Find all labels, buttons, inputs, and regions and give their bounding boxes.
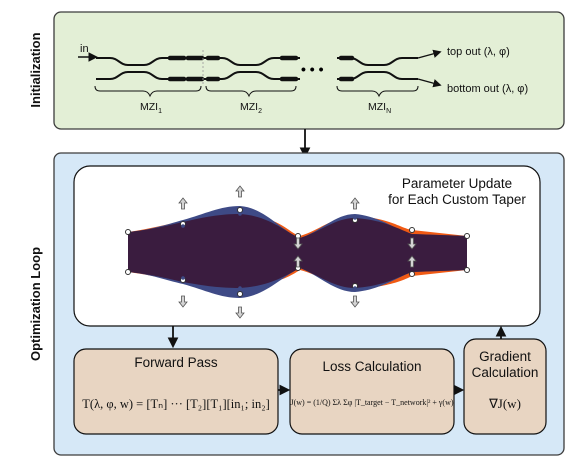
gradient-calculation-title-line2: Calculation	[472, 365, 539, 380]
loss-calculation-formula: J(w) = (1/Q) Σλ Σφ |T_target − T_network…	[290, 398, 453, 407]
input-label: in	[80, 43, 89, 55]
ellipsis: • • •	[301, 61, 324, 77]
taper-inner-points	[181, 212, 357, 290]
parameter-update-title-line2: for Each Custom Taper	[388, 192, 526, 207]
gradient-calculation-box	[463, 338, 547, 435]
initialization-stage-label: Initialization	[28, 32, 43, 107]
mzi-braces	[94, 85, 419, 98]
forward-pass-title: Forward Pass	[134, 355, 218, 370]
parameter-update-title-line1: Parameter Update	[402, 176, 512, 191]
forward-pass-formula: T(λ, φ, w) = [Tₙ] ··· [T₂][T₁][in₁; in₂]	[82, 397, 269, 411]
bottom-output-label: bottom out (λ, φ)	[447, 83, 528, 95]
top-output-label: top out (λ, φ)	[447, 46, 510, 58]
overlap-taper-shape	[128, 214, 467, 288]
loss-calculation-title: Loss Calculation	[322, 359, 421, 374]
gradient-calculation-formula: ∇J(w)	[488, 396, 521, 411]
gradient-calculation-title-line1: Gradient	[479, 349, 531, 364]
bottom-output-arrow	[417, 78, 442, 88]
optimization-stage-label: Optimization Loop	[28, 247, 43, 361]
mzi-2-label: MZI2	[240, 101, 262, 115]
initialization-panel	[53, 11, 565, 130]
top-output-arrow	[417, 49, 442, 59]
forward-pass-box	[73, 348, 279, 435]
taper-segments	[167, 55, 355, 82]
mzi-1-label: MZI1	[140, 101, 162, 115]
mzi-n-label: MZIN	[368, 101, 391, 115]
update-arrows	[178, 185, 417, 319]
